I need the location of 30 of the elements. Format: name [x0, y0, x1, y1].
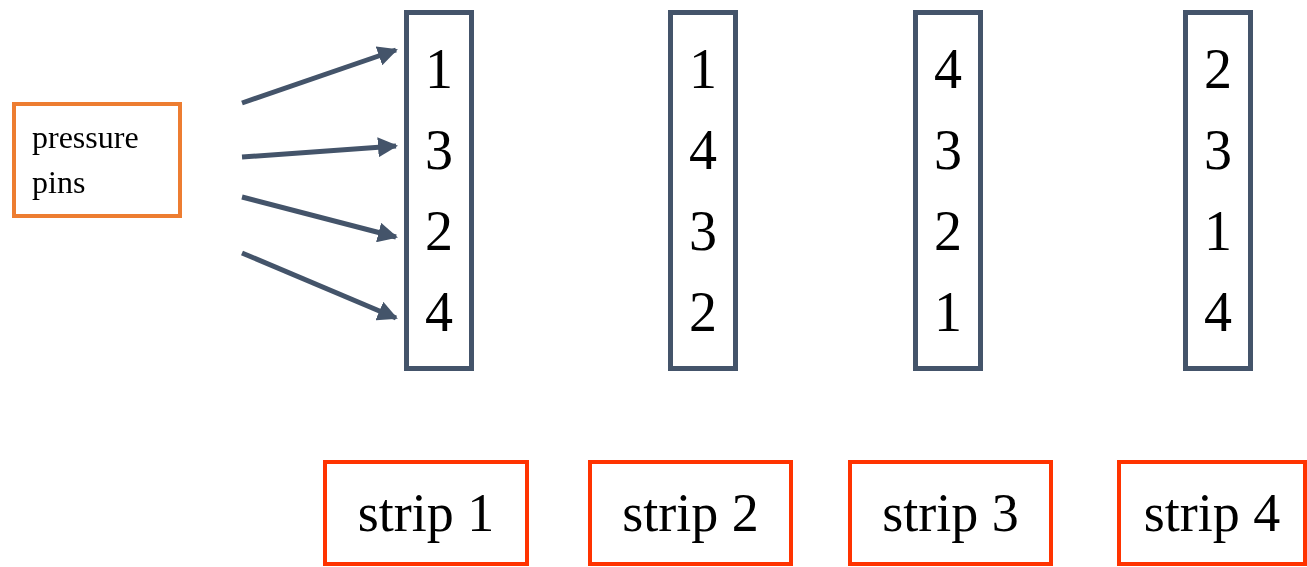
- pin-number: 1: [425, 41, 453, 98]
- label-box: [588, 460, 793, 566]
- pin-number: 3: [425, 122, 453, 179]
- arrow: [241, 137, 398, 160]
- pin-number: 2: [934, 202, 962, 259]
- pin-number: 4: [934, 41, 962, 98]
- pin-number: 1: [934, 283, 962, 340]
- label-box: [323, 460, 529, 566]
- pin-number: 1: [689, 41, 717, 98]
- pin-number: 3: [689, 202, 717, 259]
- pin-number: 4: [1204, 283, 1232, 340]
- pin-number: 1: [1204, 202, 1232, 259]
- strip-column: [913, 10, 983, 371]
- label-box: [848, 460, 1053, 566]
- pin-number: 3: [934, 122, 962, 179]
- pin-number: 3: [1204, 122, 1232, 179]
- pin-number: 4: [425, 283, 453, 340]
- strip-column: [1183, 10, 1253, 371]
- strip-column: [404, 10, 474, 371]
- arrow: [241, 250, 398, 321]
- pin-number: 4: [689, 122, 717, 179]
- pin-number: 2: [689, 283, 717, 340]
- pin-number: 2: [1204, 41, 1232, 98]
- node-label: pressure pins: [32, 118, 140, 202]
- label-box: [1117, 460, 1307, 566]
- arrow: [241, 194, 398, 243]
- pin-number: 2: [425, 202, 453, 259]
- arrow: [241, 46, 398, 106]
- strip-column: [668, 10, 738, 371]
- label-box: [12, 102, 182, 218]
